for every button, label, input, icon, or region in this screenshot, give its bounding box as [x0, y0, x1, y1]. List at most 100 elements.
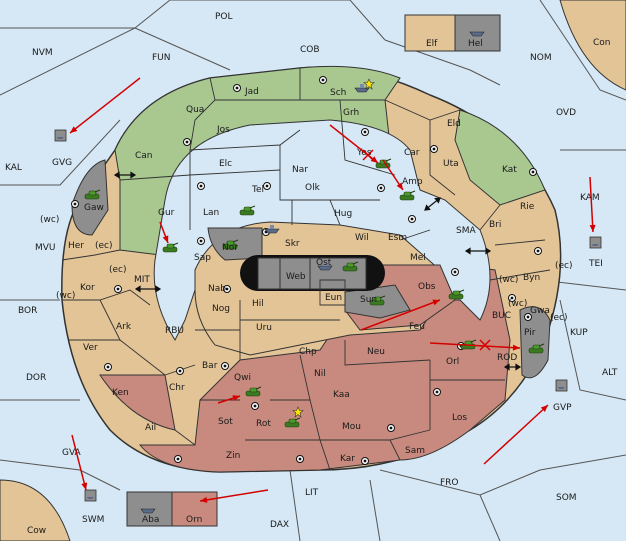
province-label-kat[interactable]: Kat — [502, 165, 517, 175]
sea-zone-label-kam[interactable]: KAM — [580, 193, 600, 203]
island-label-gvg[interactable]: GVG — [52, 158, 72, 168]
province-label-nil[interactable]: Nil — [314, 369, 326, 379]
province-label-chr[interactable]: Chr — [169, 383, 185, 393]
province-label-nor[interactable]: Nor — [222, 243, 238, 253]
province-label-tel[interactable]: Tel — [251, 185, 264, 195]
fleet-icon[interactable] — [589, 236, 602, 249]
province-label-mou[interactable]: Mou — [342, 422, 361, 432]
province-label-los[interactable]: Los — [452, 413, 467, 423]
province-label-gwa[interactable]: Gwa — [530, 306, 550, 316]
province-label-rie[interactable]: Rie — [520, 202, 535, 212]
army-unit-icon[interactable] — [284, 417, 301, 428]
sea-zone-label-nvm[interactable]: NVM — [32, 48, 53, 58]
sea-zone-label-mvu[interactable]: MVU — [35, 243, 56, 253]
fleet-unit-icon[interactable] — [317, 262, 333, 271]
province-label-elc[interactable]: Elc — [219, 159, 232, 169]
province-label-sch[interactable]: Sch — [330, 88, 346, 98]
province-label-kaa[interactable]: Kaa — [333, 390, 350, 400]
province-label-sam[interactable]: Sam — [405, 446, 425, 456]
sea-zone-label-dax[interactable]: DAX — [270, 520, 289, 530]
province-label-ken[interactable]: Ken — [112, 388, 129, 398]
grey-pir[interactable] — [519, 306, 551, 379]
province-label-amp[interactable]: Amp — [402, 177, 423, 187]
province-label-eun[interactable]: Eun — [325, 293, 342, 303]
province-label-car[interactable]: Car — [404, 148, 420, 158]
sea-zone-label-bor[interactable]: BOR — [18, 306, 37, 316]
sea-zone-label-mit[interactable]: MIT — [134, 275, 150, 285]
fleet-icon[interactable] — [54, 129, 67, 142]
province-label-yes[interactable]: Yes — [356, 148, 372, 158]
fleet-unit-icon[interactable] — [140, 508, 156, 514]
home-box-elf[interactable] — [404, 14, 456, 52]
province-label-sot[interactable]: Sot — [218, 417, 233, 427]
sea-zone-label-kup[interactable]: KUP — [570, 328, 588, 338]
sea-zone-label-pol[interactable]: POL — [215, 12, 233, 22]
province-label-jos[interactable]: Jos — [216, 125, 230, 135]
sea-zone-label-cob[interactable]: COB — [300, 45, 320, 55]
province-label-ail[interactable]: Ail — [145, 423, 156, 433]
province-label-qua[interactable]: Qua — [186, 105, 204, 115]
sea-zone-label-nom[interactable]: NOM — [530, 53, 552, 63]
province-label-sap[interactable]: Sap — [194, 253, 211, 263]
province-label-zin[interactable]: Zin — [226, 451, 240, 461]
sea-zone-label-kal[interactable]: KAL — [5, 163, 22, 173]
fleet-unit-icon[interactable] — [469, 31, 485, 37]
army-unit-icon[interactable] — [369, 295, 386, 306]
province-label-feu[interactable]: Feu — [409, 322, 425, 332]
sea-zone-label-cow[interactable]: Cow — [27, 526, 46, 536]
island-label-swm[interactable]: SWM — [82, 515, 104, 525]
province-label-bar[interactable]: Bar — [202, 361, 218, 371]
sea-zone-label-fun[interactable]: FUN — [152, 53, 171, 63]
army-unit-icon[interactable] — [342, 261, 359, 272]
province-label-wil[interactable]: Wil — [355, 233, 369, 243]
sea-zone-label-rod[interactable]: ROD — [497, 353, 517, 363]
fleet-unit-icon[interactable] — [264, 225, 280, 234]
province-label-neu[interactable]: Neu — [367, 347, 385, 357]
army-unit-icon[interactable] — [399, 190, 416, 201]
province-label-grh[interactable]: Grh — [343, 108, 359, 118]
army-unit-icon[interactable] — [239, 205, 256, 216]
army-unit-icon[interactable] — [448, 289, 465, 300]
province-label-gaw[interactable]: Gaw — [84, 203, 104, 213]
home-box-orn[interactable] — [171, 491, 218, 527]
province-label-web[interactable]: Web — [286, 272, 306, 282]
sea-zone-label-ovd[interactable]: OVD — [556, 108, 576, 118]
province-label-obs[interactable]: Obs — [418, 282, 436, 292]
sea-zone-label-lit[interactable]: LIT — [305, 488, 319, 498]
army-unit-icon[interactable] — [528, 343, 545, 354]
province-label-uta[interactable]: Uta — [443, 159, 459, 169]
province-label-kar[interactable]: Kar — [340, 454, 355, 464]
island-label-gvp[interactable]: GVP — [553, 403, 572, 413]
province-label-skr[interactable]: Skr — [285, 239, 300, 249]
province-label-esm[interactable]: Esm — [388, 233, 407, 243]
province-label-hil[interactable]: Hil — [252, 299, 264, 309]
sea-zone-label-fro[interactable]: FRO — [440, 478, 459, 488]
province-label-nog[interactable]: Nog — [212, 304, 230, 314]
army-unit-icon[interactable] — [162, 242, 179, 253]
province-label-eld[interactable]: Eld — [447, 119, 461, 129]
army-unit-icon[interactable] — [84, 189, 101, 200]
province-label-lan[interactable]: Lan — [203, 208, 219, 218]
province-label-kor[interactable]: Kor — [80, 283, 95, 293]
province-label-hug[interactable]: Hug — [334, 209, 352, 219]
army-unit-icon[interactable] — [245, 386, 262, 397]
fleet-icon[interactable] — [84, 489, 97, 502]
province-label-her[interactable]: Her — [68, 241, 84, 251]
sea-zone-label-dor[interactable]: DOR — [26, 373, 46, 383]
province-label-orl[interactable]: Orl — [446, 357, 459, 367]
province-label-rot[interactable]: Rot — [256, 419, 271, 429]
island-label-tei[interactable]: TEI — [588, 259, 603, 269]
province-label-olk[interactable]: Olk — [305, 183, 321, 193]
province-label-jad[interactable]: Jad — [244, 87, 259, 97]
province-label-mel[interactable]: Mel — [410, 253, 426, 263]
province-label-ark[interactable]: Ark — [116, 322, 132, 332]
province-label-uru[interactable]: Uru — [256, 323, 272, 333]
province-label-qwi[interactable]: Qwi — [234, 373, 251, 383]
sea-zone-label-sma[interactable]: SMA — [456, 226, 476, 236]
province-label-byn[interactable]: Byn — [523, 273, 540, 283]
sea-zone-label-con[interactable]: Con — [593, 38, 611, 48]
province-label-nab[interactable]: Nab — [208, 284, 226, 294]
province-label-ost[interactable]: Ost — [316, 258, 332, 268]
province-label-can[interactable]: Can — [135, 151, 153, 161]
fleet-unit-icon[interactable] — [354, 84, 370, 93]
